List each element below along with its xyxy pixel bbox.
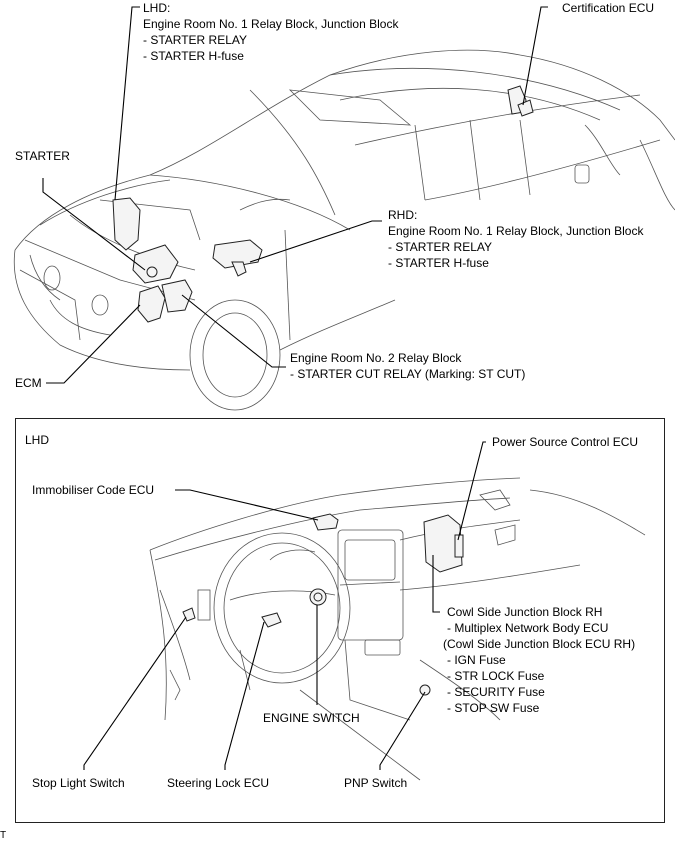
leader-immobiliser-code-ecu — [175, 489, 319, 521]
relay-block-no2-and-ecm-component — [137, 279, 193, 323]
immobiliser-code-ecu-component — [312, 513, 339, 531]
lhd-dashboard-panel — [15, 418, 665, 823]
lhd-relay-line: - STARTER H-fuse — [143, 49, 244, 63]
leader-stop-light-switch — [83, 616, 187, 770]
engine-switch-component — [309, 588, 327, 606]
label-pnp-switch: PNP Switch — [344, 776, 408, 790]
rhd-relay-line: Engine Room No. 1 Relay Block, Junction … — [388, 224, 644, 238]
leader-certification-ecu — [522, 6, 548, 106]
pnp-switch-component — [419, 684, 431, 696]
certification-ecu-component — [507, 85, 534, 117]
cowl-side-line: - IGN Fuse — [447, 653, 506, 667]
leader-steering-lock-ecu — [224, 621, 265, 770]
label-certification-ecu: Certification ECU — [562, 1, 655, 15]
relay-block-no2-heading: Engine Room No. 2 Relay Block — [290, 351, 462, 365]
cowl-side-heading: Cowl Side Junction Block RH — [447, 605, 603, 619]
label-relay-block-no2: Engine Room No. 2 Relay Block - STARTER … — [290, 350, 525, 382]
engine-room-relay-block-lhd-component — [112, 197, 141, 251]
relay-block-no2-line: - STARTER CUT RELAY (Marking: ST CUT) — [290, 367, 526, 381]
cowl-side-line: - STR LOCK Fuse — [447, 669, 545, 683]
rhd-relay-line: - STARTER RELAY — [388, 240, 493, 254]
label-cowl-side-junction-block: Cowl Side Junction Block RH - Multiplex … — [443, 604, 635, 716]
cowl-side-line: - Multiplex Network Body ECU — [447, 621, 609, 635]
cowl-side-line: (Cowl Side Junction Block ECU RH) — [443, 637, 636, 651]
label-power-source-control-ecu: Power Source Control ECU — [492, 435, 639, 449]
engine-room-relay-block-rhd-component — [212, 239, 263, 277]
lhd-relay-heading: LHD: — [143, 1, 171, 15]
label-ecm: ECM — [15, 376, 42, 390]
cowl-side-line: - SECURITY Fuse — [447, 685, 545, 699]
leader-rhd-relay — [249, 220, 382, 263]
label-engine-switch: ENGINE SWITCH — [263, 711, 360, 725]
lhd-relay-line: Engine Room No. 1 Relay Block, Junction … — [143, 17, 399, 31]
panel-title: LHD — [25, 433, 50, 447]
steering-lock-ecu-component — [261, 612, 282, 628]
label-immobiliser-code-ecu: Immobiliser Code ECU — [32, 483, 155, 497]
leader-power-source-control-ecu — [457, 441, 486, 541]
cowl-side-line: - STOP SW Fuse — [447, 701, 540, 715]
leader-ecm — [46, 304, 141, 384]
label-starter: STARTER — [15, 149, 70, 163]
label-rhd-relay-block: RHD: Engine Room No. 1 Relay Block, Junc… — [388, 207, 643, 271]
label-steering-lock-ecu: Steering Lock ECU — [167, 776, 270, 790]
starter-motor-component — [132, 244, 179, 284]
leader-pnp-switch — [379, 691, 426, 770]
leader-relay-block-2 — [181, 294, 286, 368]
footer-mark: T — [0, 830, 7, 841]
leader-starter — [42, 178, 146, 271]
label-stop-light-switch: Stop Light Switch — [32, 776, 125, 790]
label-lhd-relay-block: LHD: Engine Room No. 1 Relay Block, Junc… — [143, 0, 398, 64]
leader-lhd-relay — [114, 6, 140, 201]
rhd-relay-heading: RHD: — [388, 208, 418, 222]
leader-cowl-side-junction-block — [432, 608, 440, 613]
rhd-relay-line: - STARTER H-fuse — [388, 256, 489, 270]
lhd-relay-line: - STARTER RELAY — [143, 33, 248, 47]
